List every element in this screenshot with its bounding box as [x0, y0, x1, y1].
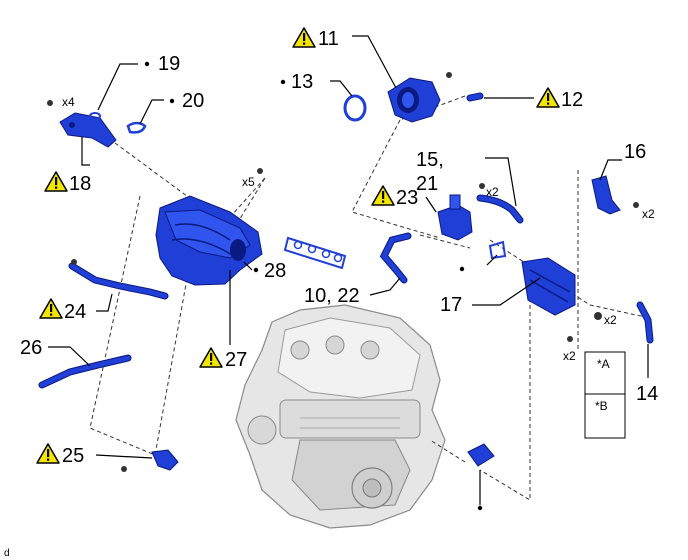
callout-10-22: 10, 22 — [304, 285, 360, 307]
part-25-bracket — [151, 449, 179, 471]
callout-11: 11 — [318, 28, 339, 50]
callout-24: 24 — [64, 301, 86, 323]
part-17-egr-cooler — [521, 257, 576, 316]
engine-assembly — [235, 304, 446, 529]
qty-x5: x5 — [242, 175, 255, 189]
warning-icon-23 — [371, 185, 395, 206]
callout-16: 16 — [624, 141, 646, 163]
legend-box: *A *B — [584, 351, 626, 439]
warning-icon-24 — [39, 298, 63, 319]
part-18-water-outlet — [59, 112, 117, 148]
part-13-throttle-gasket — [343, 94, 367, 122]
callout-15: 15, — [416, 149, 444, 171]
part-egr-gasket — [488, 240, 507, 260]
callout-numbers: 19 20 18 11 13 12 16 15, 21 23 28 10, 22… — [20, 28, 658, 467]
part-24-water-bypass-hose — [68, 262, 169, 300]
legend-a-label: *A — [597, 357, 610, 371]
warning-icon-12 — [536, 87, 560, 108]
warning-icon-11 — [292, 27, 316, 48]
part-12-water-hose — [466, 92, 484, 102]
corner-label: d — [4, 548, 10, 559]
callout-13: 13 — [291, 71, 313, 93]
part-28-manifold-gasket — [283, 236, 347, 270]
callout-23: 23 — [396, 187, 418, 209]
callout-27: 27 — [225, 349, 247, 371]
callout-17: 17 — [440, 294, 462, 316]
qty-x4: x4 — [62, 95, 75, 109]
callout-dots — [144, 61, 483, 511]
quantity-labels: x4 x5 x2 x2 x2 x2 — [62, 95, 655, 363]
warning-icon-27 — [199, 347, 223, 368]
callout-14: 14 — [636, 383, 658, 405]
part-20-gasket — [126, 121, 147, 134]
callout-21: 21 — [416, 173, 438, 195]
callout-20: 20 — [182, 90, 204, 112]
part-11-throttle-body — [387, 77, 441, 123]
part-26-water-pipe — [38, 354, 132, 389]
warning-icon-25 — [36, 443, 60, 464]
callout-26: 26 — [20, 337, 42, 359]
callout-12: 12 — [561, 89, 583, 111]
part-14-water-hose — [636, 301, 654, 344]
qty-x2-bracket: x2 — [642, 207, 655, 221]
leader-lines — [48, 35, 649, 505]
callout-25: 25 — [62, 445, 84, 467]
part-27-intake-manifold — [155, 195, 263, 286]
part-engine-bracket — [467, 443, 495, 467]
part-10-egr-pipe — [379, 232, 412, 284]
qty-x2-bolt: x2 — [563, 349, 576, 363]
part-19-o-ring — [89, 112, 101, 120]
part-16-bracket — [591, 175, 621, 215]
part-15-egr-valve — [437, 194, 473, 241]
callout-19: 19 — [158, 53, 180, 75]
qty-x2-gasket: x2 — [486, 185, 499, 199]
qty-x2-cooler: x2 — [604, 313, 617, 327]
legend-b-label: *B — [595, 399, 608, 413]
warning-icon-18 — [44, 171, 68, 192]
callout-28: 28 — [264, 260, 286, 282]
part-egr-water-hose — [476, 194, 524, 224]
callout-18: 18 — [69, 173, 91, 195]
